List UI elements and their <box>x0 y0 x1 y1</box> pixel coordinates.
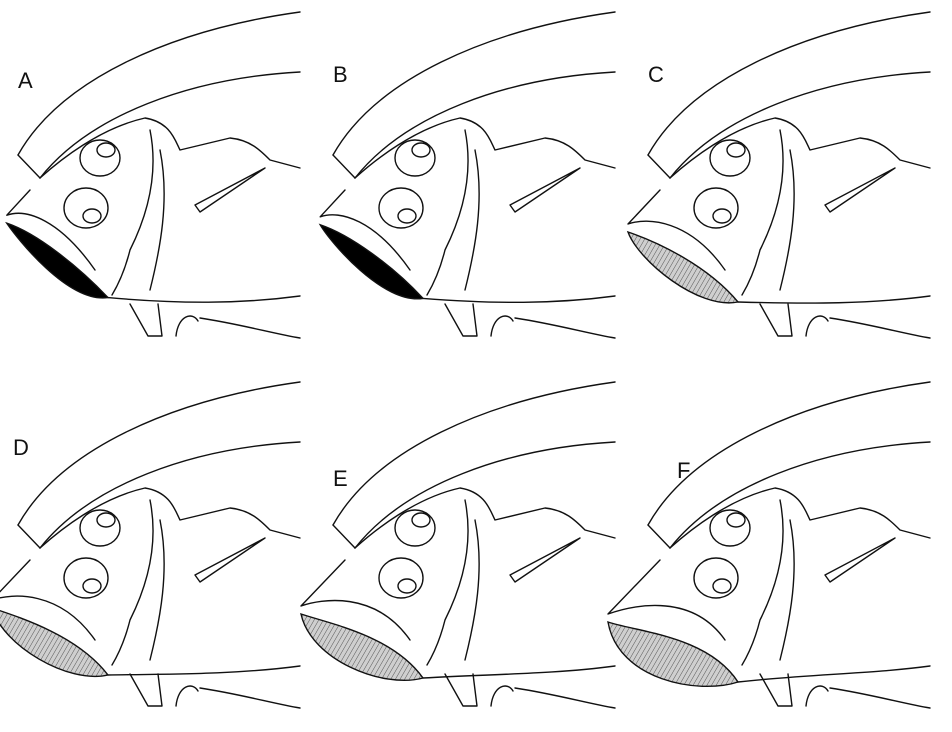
panel-label-a: A <box>18 68 33 94</box>
buccal-cavity <box>0 608 108 676</box>
eye-pupil-lower <box>398 209 416 223</box>
eye-pupil-lower <box>398 579 416 593</box>
head-contour <box>355 118 615 178</box>
panel-label-f: F <box>677 458 690 484</box>
buccal-cavity <box>7 223 108 298</box>
belly-line <box>515 688 615 708</box>
throat-line <box>423 666 615 678</box>
panel-label-b: B <box>333 62 348 88</box>
pelvic-fin <box>445 304 477 336</box>
operculum-line <box>112 130 153 295</box>
throat-line <box>738 296 930 303</box>
pelvic-fin <box>130 674 162 706</box>
eye-pupil-lower <box>713 209 731 223</box>
ventral-hook <box>491 316 513 336</box>
pelvic-fin <box>130 304 162 336</box>
operculum-line <box>742 130 783 295</box>
throat-line <box>108 666 300 675</box>
dorsal-outline <box>648 12 930 155</box>
ventral-hook <box>176 686 198 706</box>
dorsal-inner-line <box>40 442 300 548</box>
buccal-cavity <box>301 614 423 680</box>
panel-label-e: E <box>333 466 348 492</box>
panel-label-c: C <box>648 62 664 88</box>
pelvic-fin <box>760 304 792 336</box>
dorsal-outline <box>333 382 615 525</box>
dorsal-inner-line <box>670 442 930 548</box>
snout-edge <box>648 525 670 548</box>
eye-pupil-upper <box>727 513 745 527</box>
pectoral-fin <box>195 538 265 582</box>
snout-edge <box>18 155 40 178</box>
panel-e <box>301 382 615 708</box>
operculum-line <box>742 500 783 665</box>
eye-pupil-upper <box>97 513 115 527</box>
panel-b <box>320 12 615 338</box>
panel-a <box>7 12 300 338</box>
operculum-line <box>112 500 153 665</box>
eye-pupil-lower <box>83 209 101 223</box>
head-contour <box>40 118 300 178</box>
panel-f <box>608 382 930 708</box>
dorsal-inner-line <box>355 72 615 178</box>
dorsal-outline <box>648 382 930 525</box>
eye-pupil-upper <box>97 143 115 157</box>
pectoral-fin <box>825 168 895 212</box>
panel-c <box>628 12 930 338</box>
belly-line <box>830 688 930 708</box>
dorsal-outline <box>18 382 300 525</box>
belly-line <box>200 688 300 708</box>
head-contour <box>355 488 615 548</box>
eye-pupil-lower <box>83 579 101 593</box>
ventral-hook <box>176 316 198 336</box>
ventral-hook <box>491 686 513 706</box>
buccal-cavity <box>628 232 738 303</box>
head-contour <box>670 118 930 178</box>
panel-d <box>0 382 300 708</box>
operculum-line <box>427 500 468 665</box>
eye-pupil-upper <box>412 143 430 157</box>
operculum-line <box>427 130 468 295</box>
belly-line <box>830 318 930 338</box>
eye-pupil-upper <box>412 513 430 527</box>
head-contour <box>40 488 300 548</box>
throat-line <box>423 296 615 302</box>
ventral-hook <box>806 686 828 706</box>
dorsal-outline <box>18 12 300 155</box>
eye-pupil-upper <box>727 143 745 157</box>
throat-line <box>108 296 300 302</box>
ventral-hook <box>806 316 828 336</box>
throat-line <box>738 666 930 682</box>
head-contour <box>670 488 930 548</box>
buccal-cavity <box>320 225 423 299</box>
belly-line <box>200 318 300 338</box>
belly-line <box>515 318 615 338</box>
pectoral-fin <box>510 168 580 212</box>
snout-edge <box>333 155 355 178</box>
pelvic-fin <box>445 674 477 706</box>
dorsal-inner-line <box>355 442 615 548</box>
eye-pupil-lower <box>713 579 731 593</box>
dorsal-outline <box>333 12 615 155</box>
snout-edge <box>333 525 355 548</box>
pectoral-fin <box>195 168 265 212</box>
pectoral-fin <box>825 538 895 582</box>
panel-label-d: D <box>13 435 29 461</box>
pectoral-fin <box>510 538 580 582</box>
dorsal-inner-line <box>670 72 930 178</box>
dorsal-inner-line <box>40 72 300 178</box>
snout-edge <box>18 525 40 548</box>
snout-edge <box>648 155 670 178</box>
